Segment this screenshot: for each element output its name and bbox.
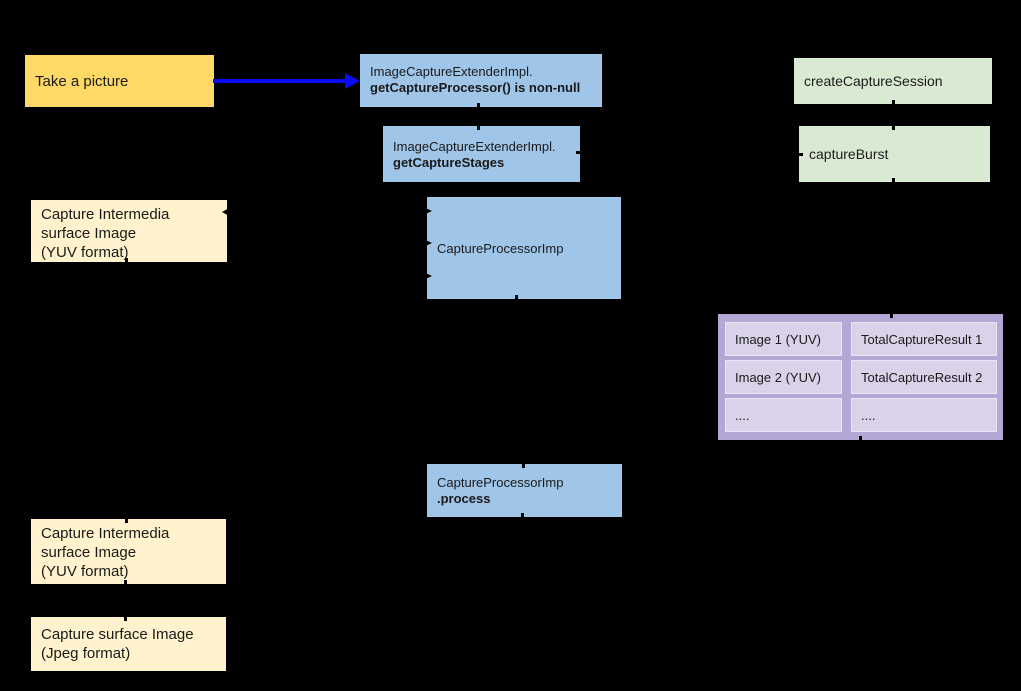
connector-stub (799, 153, 803, 156)
node-capture-surface-jpeg: Capture surface Image (Jpeg format) (31, 617, 226, 671)
node-capture-processor-process-line2: .process (437, 491, 491, 506)
connector-stub (125, 258, 128, 262)
connector-arrowhead (421, 206, 432, 216)
node-capture-processor-imp: CaptureProcessorImp (427, 197, 621, 299)
connector-stub (521, 513, 524, 517)
flow-arrow-head (345, 73, 360, 89)
node-capture-intermedia-yuv-bottom-line2: surface Image (41, 544, 137, 561)
table-cell-result-2: TotalCaptureResult 2 (851, 360, 997, 394)
node-capture-burst: captureBurst (799, 126, 990, 182)
node-get-capture-stages-line2: getCaptureStages (393, 155, 505, 170)
connector-stub (124, 617, 127, 621)
node-capture-intermedia-yuv-top: Capture Intermedia surface Image (YUV fo… (31, 200, 227, 262)
node-create-capture-session: createCaptureSession (794, 58, 992, 104)
table-cell-image-2: Image 2 (YUV) (725, 360, 842, 394)
node-capture-processor-process-line1: CaptureProcessorImp (437, 475, 564, 490)
node-get-capture-processor: ImageCaptureExtenderImpl. getCaptureProc… (360, 54, 602, 107)
node-get-capture-processor-line1: ImageCaptureExtenderImpl. (370, 64, 533, 79)
connector-stub (892, 126, 895, 130)
table-cell-image-1: Image 1 (YUV) (725, 322, 842, 356)
connector-stub (477, 103, 480, 107)
connector-stub (515, 295, 518, 299)
node-capture-intermedia-yuv-bottom-line1: Capture Intermedia (41, 525, 170, 542)
connector-stub (124, 580, 127, 584)
flow-arrow-shaft (213, 79, 346, 83)
node-capture-processor-process: CaptureProcessorImp .process (427, 464, 622, 517)
node-capture-processor-imp-label: CaptureProcessorImp (437, 240, 564, 256)
node-get-capture-stages: ImageCaptureExtenderImpl. getCaptureStag… (383, 126, 580, 182)
connector-stub (892, 100, 895, 104)
node-capture-intermedia-yuv-top-line2: surface Image (41, 225, 137, 242)
table-cell-result-more: .... (851, 398, 997, 432)
node-get-capture-stages-line1: ImageCaptureExtenderImpl. (393, 139, 556, 154)
node-capture-intermedia-yuv-bottom: Capture Intermedia surface Image (YUV fo… (31, 519, 226, 584)
connector-stub (125, 519, 128, 523)
table-cell-image-more: .... (725, 398, 842, 432)
connector-stub (477, 126, 480, 130)
node-capture-burst-label: captureBurst (809, 146, 889, 162)
connector-stub (859, 436, 862, 440)
node-capture-intermedia-yuv-top-line3: (YUV format) (41, 244, 129, 261)
table-cell-result-1: TotalCaptureResult 1 (851, 322, 997, 356)
node-capture-intermedia-yuv-top-line1: Capture Intermedia (41, 206, 170, 223)
node-capture-surface-jpeg-line2: (Jpeg format) (41, 645, 131, 662)
connector-stub (576, 151, 580, 154)
connector-arrowhead (421, 238, 432, 248)
node-take-a-picture-label: Take a picture (35, 72, 129, 90)
capture-results-table: Image 1 (YUV) TotalCaptureResult 1 Image… (718, 314, 1003, 440)
node-capture-intermedia-yuv-bottom-line3: (YUV format) (41, 563, 129, 580)
connector-arrowhead (421, 271, 432, 281)
connector-arrowhead (222, 207, 231, 217)
node-get-capture-processor-line2: getCaptureProcessor() is non-null (370, 80, 581, 95)
node-create-capture-session-label: createCaptureSession (804, 73, 943, 89)
connector-stub (892, 178, 895, 182)
connector-stub (890, 314, 893, 318)
connector-stub (522, 464, 525, 468)
node-capture-surface-jpeg-line1: Capture surface Image (41, 626, 194, 643)
node-take-a-picture: Take a picture (25, 55, 214, 107)
